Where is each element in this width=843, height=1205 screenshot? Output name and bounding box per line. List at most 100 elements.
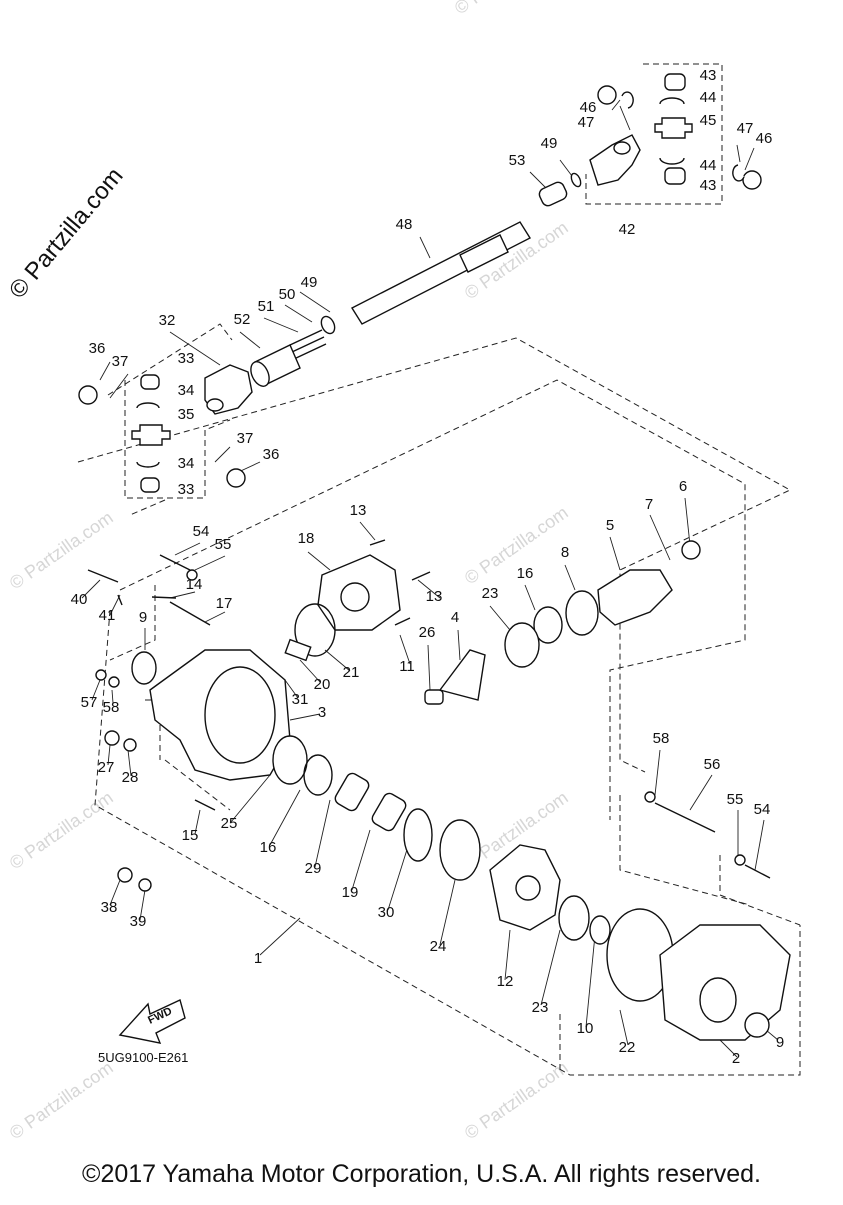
part-callout-2: 2 bbox=[732, 1050, 740, 1067]
yoke-group-32-frame bbox=[107, 323, 233, 499]
bearing-cup-part bbox=[664, 167, 686, 185]
copyright-notice: ©2017 Yamaha Motor Corporation, U.S.A. A… bbox=[82, 1160, 761, 1188]
pin-part bbox=[87, 569, 211, 626]
part-callout-33b: 33 bbox=[178, 481, 195, 498]
bearing-part bbox=[558, 895, 590, 941]
part-callout-54a: 54 bbox=[193, 523, 210, 540]
seal-part bbox=[744, 1012, 770, 1038]
washer-part bbox=[734, 854, 746, 866]
part-callout-44a: 44 bbox=[700, 89, 717, 106]
part-callout-26: 26 bbox=[419, 624, 436, 641]
part-callout-16b: 16 bbox=[260, 839, 277, 856]
part-callout-18: 18 bbox=[298, 530, 315, 547]
part-callout-12: 12 bbox=[497, 973, 514, 990]
part-callout-56: 56 bbox=[704, 756, 721, 773]
part-callout-24: 24 bbox=[430, 938, 447, 955]
nut-part bbox=[117, 867, 133, 883]
yoke-eye bbox=[613, 141, 631, 155]
fwd-arrow-icon: FWD bbox=[118, 999, 186, 1044]
part-callout-31: 31 bbox=[292, 691, 309, 708]
bearing-cup-part bbox=[664, 73, 686, 91]
washer-part bbox=[95, 669, 107, 681]
part-callout-22: 22 bbox=[619, 1039, 636, 1056]
components bbox=[78, 73, 791, 1041]
bearing-part bbox=[424, 689, 444, 705]
washer-part bbox=[108, 676, 120, 688]
assembly-frames bbox=[77, 63, 801, 1076]
circlip-part bbox=[136, 402, 160, 409]
spider-cross-part bbox=[654, 117, 693, 139]
gear-case-bore bbox=[204, 666, 276, 764]
washer-part bbox=[123, 738, 137, 752]
o-ring-part bbox=[294, 603, 336, 657]
part-callout-15: 15 bbox=[182, 827, 199, 844]
part-callout-49a: 49 bbox=[541, 135, 558, 152]
part-callout-38: 38 bbox=[101, 899, 118, 916]
side-watermark: © Partzilla.com bbox=[4, 163, 129, 304]
part-callout-55b: 55 bbox=[727, 791, 744, 808]
bearing-part bbox=[439, 819, 481, 881]
yoke-part bbox=[589, 134, 641, 186]
part-callout-37a: 37 bbox=[112, 353, 129, 370]
bearing-cup-part bbox=[597, 85, 617, 105]
seal-part bbox=[131, 651, 157, 685]
washer-part bbox=[403, 808, 433, 862]
roller-bearing-part bbox=[334, 772, 370, 812]
spider-cross-part bbox=[131, 424, 171, 446]
part-callout-58b: 58 bbox=[653, 730, 670, 747]
part-callout-21: 21 bbox=[343, 664, 360, 681]
nut-part bbox=[104, 730, 120, 746]
circlip-part bbox=[659, 157, 685, 165]
brush-part bbox=[284, 638, 312, 662]
diagram-code: 5UG9100-E261 bbox=[98, 1050, 188, 1065]
ring-gear-hub bbox=[515, 875, 541, 901]
part-callout-9a: 9 bbox=[139, 609, 147, 626]
nut-part bbox=[681, 540, 701, 560]
part-callout-51: 51 bbox=[258, 298, 275, 315]
part-callout-36a: 36 bbox=[89, 340, 106, 357]
circlip-part bbox=[303, 754, 333, 796]
watermark-text: © Partzilla.com bbox=[461, 1057, 572, 1143]
part-callout-41: 41 bbox=[99, 607, 116, 624]
collar-part bbox=[538, 181, 568, 207]
rear-case-bore bbox=[699, 977, 737, 1023]
part-callout-55a: 55 bbox=[215, 536, 232, 553]
part-callout-25: 25 bbox=[221, 815, 238, 832]
part-callout-5: 5 bbox=[606, 517, 614, 534]
housing-bore bbox=[340, 582, 370, 612]
washer-part bbox=[320, 315, 336, 335]
part-callout-36b: 36 bbox=[263, 446, 280, 463]
part-callout-17: 17 bbox=[216, 595, 233, 612]
part-callout-28: 28 bbox=[122, 769, 139, 786]
part-callout-3: 3 bbox=[318, 704, 326, 721]
part-callout-23b: 23 bbox=[532, 999, 549, 1016]
part-callout-16a: 16 bbox=[517, 565, 534, 582]
part-callout-32: 32 bbox=[159, 312, 176, 329]
part-callout-46b: 46 bbox=[756, 130, 773, 147]
part-callout-9b: 9 bbox=[776, 1034, 784, 1051]
part-callout-6: 6 bbox=[679, 478, 687, 495]
part-callout-14: 14 bbox=[186, 576, 203, 593]
part-callout-53: 53 bbox=[509, 152, 526, 169]
bearing-cup-part bbox=[78, 385, 98, 405]
circlip-part bbox=[136, 461, 160, 468]
watermark-text: © Partzilla.com bbox=[451, 0, 562, 18]
part-callout-54b: 54 bbox=[754, 801, 771, 818]
yoke-eye bbox=[206, 398, 224, 412]
part-callout-13b: 13 bbox=[426, 588, 443, 605]
part-callout-29: 29 bbox=[305, 860, 322, 877]
bearing-cup-part bbox=[226, 468, 246, 488]
watermark-layer: © Partzilla.com © Partzilla.com © Partzi… bbox=[4, 0, 572, 1143]
shim-part bbox=[589, 915, 611, 945]
part-callout-1: 1 bbox=[254, 950, 262, 967]
part-callout-19: 19 bbox=[342, 884, 359, 901]
part-callout-11: 11 bbox=[399, 658, 415, 675]
part-callout-20: 20 bbox=[314, 676, 331, 693]
part-callout-10: 10 bbox=[577, 1020, 594, 1037]
part-callout-4: 4 bbox=[451, 609, 459, 626]
bearing-cup-part bbox=[140, 477, 160, 493]
circlip-part bbox=[621, 91, 634, 109]
